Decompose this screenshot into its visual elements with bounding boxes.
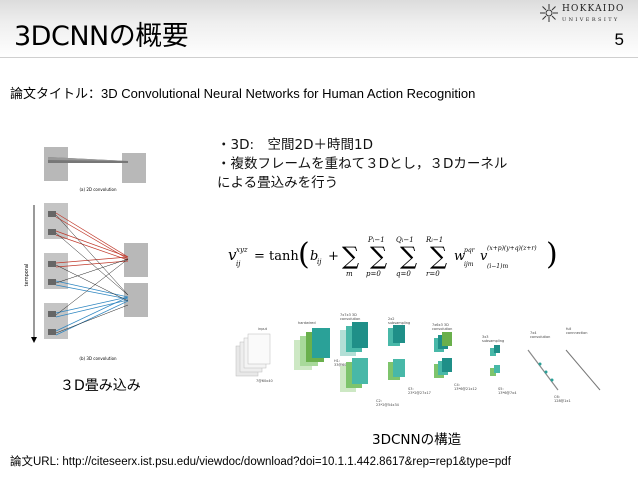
svg-text:b: b [310, 249, 318, 264]
stage-s5 [490, 345, 500, 376]
svg-text:v: v [480, 249, 488, 264]
slide-header [0, 0, 638, 58]
stage-c4-size: C4:13*6@21x12 [454, 383, 477, 391]
paper-title-text: 3D Convolutional Neural Networks for Hum… [101, 86, 476, 101]
stage-c6 [527, 349, 559, 391]
svg-text:m: m [346, 270, 353, 278]
svg-text:pqr: pqr [464, 247, 476, 254]
stage-s3 [388, 325, 405, 380]
stage-h1-size: H1:33@60x40 [334, 359, 353, 367]
blue-connections [55, 280, 129, 336]
svg-text:v: v [228, 246, 237, 264]
bullet-item: による畳込みを行う [217, 175, 339, 191]
page-number: 5 [614, 30, 624, 49]
label-2d-convolution: (a) 2D convolution [79, 187, 117, 192]
temporal-axis-label: temporal [24, 264, 30, 287]
logo-name: HOKKAIDO [562, 4, 625, 14]
svg-text:∑: ∑ [430, 242, 447, 270]
svg-text:xyz: xyz [236, 246, 248, 254]
convolution-figure-caption: ３D畳み込み [60, 378, 141, 394]
bullet-item: ・複数フレームを重ねて３Dとし，３Dカーネル [217, 156, 508, 172]
svg-text:p=0: p=0 [366, 270, 381, 278]
svg-text:∑: ∑ [400, 242, 417, 270]
convolution-comparison-figure: (a) 2D convolution temporal (b) 3D convo… [24, 147, 148, 361]
university-logo: HOKKAIDO UNIVERSITY [540, 2, 636, 32]
svg-text:∑: ∑ [342, 242, 359, 270]
bullet-list: ・3D: 空間2D＋時間1D ・複数フレームを重ねて３Dとし，３Dカーネル によ… [217, 136, 507, 193]
svg-text:w: w [454, 249, 465, 264]
svg-text:∑: ∑ [370, 242, 387, 270]
slide-title: 3DCNNの概要 [14, 21, 189, 52]
svg-text:ij: ij [317, 258, 322, 266]
input-size-label: 7@60x40 [256, 379, 273, 383]
stage-s5-size: S5:13*6@7x4 [498, 387, 517, 395]
svg-text:(x+p)(y+q)(z+r): (x+p)(y+q)(z+r) [487, 245, 537, 252]
stage-h1-label: hardwired [298, 321, 316, 325]
stage-c2-size: C2:23*2@54x34 [376, 399, 400, 407]
svg-text:ij: ij [236, 260, 241, 268]
svg-text:+: + [328, 249, 339, 264]
paper-url[interactable]: 論文URL: http://citeseerx.ist.psu.edu/view… [10, 456, 511, 468]
input-frames [235, 333, 271, 377]
input-label: input [258, 327, 268, 331]
header-divider [0, 57, 638, 58]
svg-text:Pi−1: Pi−1 [367, 236, 385, 244]
paper-title-label: 論文タイトル： [10, 87, 102, 102]
paper-title-line: 論文タイトル：3D Convolutional Neural Networks … [10, 83, 475, 102]
stage-c6-size: C6:128@1x1 [554, 395, 571, 403]
svg-text:): ) [546, 237, 558, 272]
svg-text:= tanh: = tanh [254, 249, 299, 264]
svg-text:(i−1)m: (i−1)m [487, 263, 508, 270]
logo-subtitle: UNIVERSITY [562, 17, 620, 23]
svg-text:Ri−1: Ri−1 [425, 236, 443, 244]
convolution-formula: v xyz ij = tanh ( b ij + ∑ m ∑ p=0 Pi−1 … [228, 236, 558, 278]
network-figure-caption: 3DCNNの構造 [372, 432, 462, 448]
stage-c4 [434, 332, 452, 378]
stage-h1 [294, 328, 330, 370]
3dcnn-architecture-figure: input 7@60x40 hardwired H1:33@60x40 7x7x… [235, 313, 601, 407]
full-connection-line [565, 349, 601, 391]
input-frame-2d [44, 147, 68, 181]
bullet-item: ・3D: 空間2D＋時間1D [217, 137, 374, 153]
svg-text:q=0: q=0 [396, 270, 411, 278]
stage-c2 [340, 322, 368, 392]
output-frame-2d [122, 153, 146, 183]
university-emblem-icon [540, 4, 558, 22]
svg-text:ijm: ijm [464, 261, 474, 268]
stage-s3-size: S3:23*2@27x17 [408, 387, 431, 395]
svg-text:(: ( [298, 237, 310, 272]
label-3d-convolution: (b) 3D convolution [79, 356, 117, 361]
svg-text:r=0: r=0 [426, 270, 440, 278]
svg-text:Qi−1: Qi−1 [396, 236, 414, 244]
